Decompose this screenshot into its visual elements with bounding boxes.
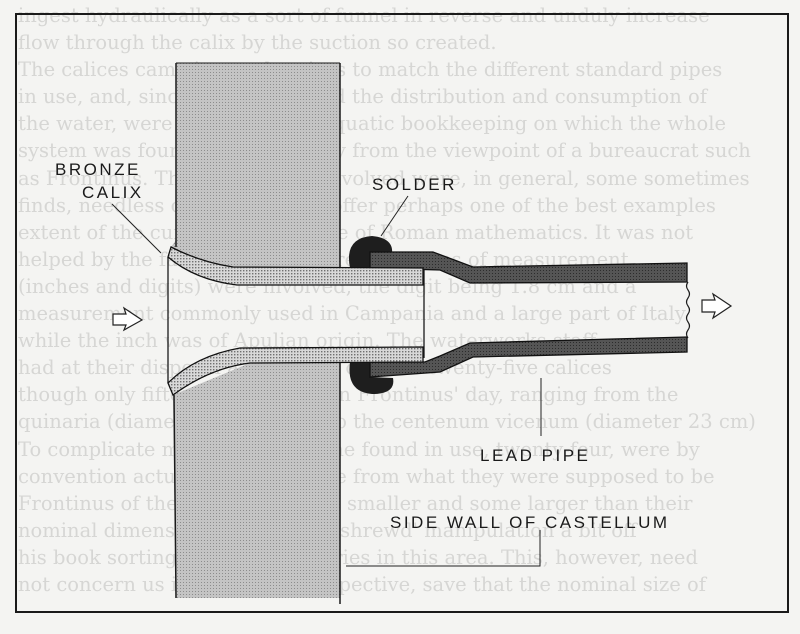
leader-calix — [111, 203, 162, 254]
pipe-break-line — [685, 281, 691, 339]
label-lead-pipe: LEAD PIPE — [480, 446, 590, 465]
label-calix: CALIX — [82, 183, 144, 202]
label-side-wall: SIDE WALL OF CASTELLUM — [390, 513, 670, 532]
label-solder: SOLDER — [372, 175, 457, 194]
solder-lower — [349, 362, 394, 394]
wall-outline-left-lower — [173, 394, 177, 599]
flow-arrow-out-icon — [701, 292, 733, 320]
label-bronze: BRONZE — [55, 160, 141, 179]
figure-frame — [15, 13, 789, 613]
castellum-wall-upper — [171, 63, 340, 268]
bronze-calix-upper — [167, 246, 424, 286]
lead-pipe-lower — [369, 336, 688, 378]
leader-side-wall — [346, 530, 541, 567]
castellum-wall-lower — [173, 362, 340, 598]
bronze-calix-lower — [167, 346, 424, 397]
flow-arrow-in-icon — [112, 306, 144, 332]
leader-solder — [380, 195, 409, 237]
